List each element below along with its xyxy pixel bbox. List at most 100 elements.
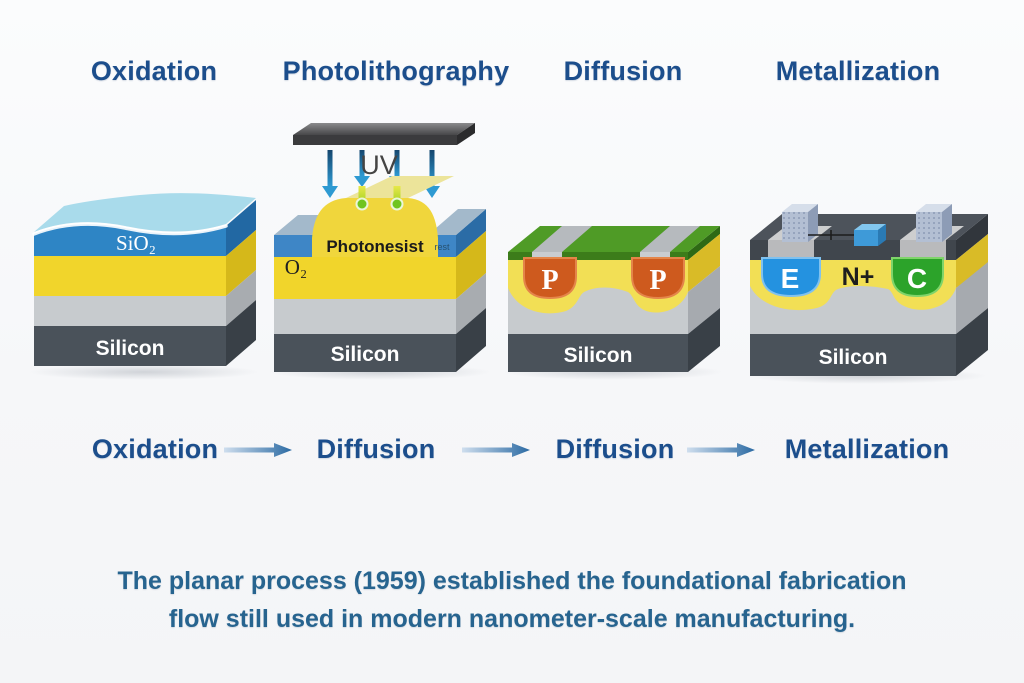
exposure-beam xyxy=(393,186,401,202)
silicon-side xyxy=(226,300,256,366)
yellow-side xyxy=(226,230,256,296)
blue-side xyxy=(456,209,486,257)
oxide-corner-left xyxy=(274,235,316,257)
silicon-side xyxy=(688,308,720,372)
gray-side xyxy=(956,262,988,334)
oxide-layer xyxy=(34,224,226,256)
silicon-label: Silicon xyxy=(331,343,400,366)
green-side xyxy=(688,226,720,260)
emitter-well xyxy=(761,257,821,298)
yellow-layer xyxy=(34,256,226,296)
caption: The planar process (1959) established th… xyxy=(0,562,1024,638)
gray-layer xyxy=(274,299,456,334)
collector-label: C xyxy=(907,263,927,294)
flow-arrow-icon xyxy=(224,443,292,457)
diagram-photolithography: UV Photonesist rest O₂ Silicon xyxy=(274,123,486,372)
silicon-label: Silicon xyxy=(819,346,888,369)
title-diffusion: Diffusion xyxy=(563,56,683,86)
silicon-layer xyxy=(274,334,456,372)
uv-label: UV xyxy=(360,150,398,180)
post-front xyxy=(782,212,808,242)
p-well-right xyxy=(631,257,685,300)
blue-box-top xyxy=(854,224,886,230)
photoresist-label: Photonesist xyxy=(326,237,424,256)
silicon-layer xyxy=(508,334,688,372)
flow-step-diffusion-1: Diffusion xyxy=(316,434,436,464)
title-oxidation: Oxidation xyxy=(90,56,218,86)
emitter-label: E xyxy=(781,263,800,294)
post-side xyxy=(808,204,818,242)
photomask-top xyxy=(293,123,475,135)
post-side xyxy=(942,204,952,242)
contact-strip-front xyxy=(532,252,562,261)
silicon-label: Silicon xyxy=(564,344,633,367)
shadow xyxy=(28,364,260,380)
flow-arrow-icon xyxy=(687,443,755,457)
diagram-metallization: E N+ C Silicon xyxy=(750,204,988,376)
gray-side xyxy=(226,270,256,326)
corner-small-label: rest xyxy=(434,242,450,252)
flow-step-metallization: Metallization xyxy=(784,434,950,464)
uv-arrow xyxy=(394,150,400,176)
silicon-side xyxy=(456,308,486,372)
pad-front-right xyxy=(900,240,946,260)
oxide-top-face xyxy=(34,193,256,232)
yellow-layer xyxy=(274,257,456,299)
uv-arrowhead xyxy=(424,186,440,198)
gray-side xyxy=(456,273,486,334)
blue-box-front xyxy=(854,230,878,246)
o2-label: O₂ xyxy=(285,255,308,279)
silicon-side xyxy=(956,308,988,376)
uv-arrow xyxy=(359,150,365,176)
collector-well xyxy=(891,257,944,298)
exposure-spot xyxy=(390,197,404,211)
title-photolithography: Photolithography xyxy=(282,56,510,86)
p-label-left: P xyxy=(541,265,558,296)
blue-box xyxy=(854,224,886,246)
exposure-spot xyxy=(355,197,369,211)
oxide-wave-line xyxy=(32,222,228,236)
dark-side xyxy=(956,214,988,260)
sio2-label: SiO₂ xyxy=(116,231,156,255)
contact-strip-front xyxy=(640,252,670,261)
contact-strip-top xyxy=(532,226,592,252)
uv-arrowhead xyxy=(354,176,370,187)
photomask xyxy=(293,123,475,145)
gray-layer xyxy=(34,296,226,326)
corner-top-right xyxy=(428,209,486,235)
post-front xyxy=(916,212,942,242)
gray-side xyxy=(688,266,720,334)
resist-mesa xyxy=(312,198,438,257)
contact-strip-top xyxy=(640,226,700,252)
metal-post-left xyxy=(782,204,818,242)
flow-step-diffusion-2: Diffusion xyxy=(555,434,675,464)
yellow-side xyxy=(956,234,988,288)
caption-line-2: flow still used in modern nanometer-scal… xyxy=(168,605,856,633)
diagram-oxidation: SiO₂ Silicon xyxy=(32,193,256,366)
title-metallization: Metallization xyxy=(775,56,941,86)
nitride-front-edge xyxy=(508,252,688,260)
oxide-side xyxy=(226,200,256,256)
flow-step-oxidation: Oxidation xyxy=(91,434,219,464)
metal-post-right xyxy=(916,204,952,242)
yellow-side xyxy=(688,234,720,292)
exposure-beam xyxy=(358,186,366,202)
blue-box-side xyxy=(878,224,886,246)
diagram-diffusion: P P Silicon xyxy=(508,226,720,372)
post-top xyxy=(782,204,818,212)
post-top xyxy=(916,204,952,212)
silicon-label: Silicon xyxy=(96,337,165,360)
silicon-layer xyxy=(750,334,956,376)
uv-arrowhead xyxy=(322,186,338,198)
photomask-front xyxy=(293,135,457,145)
yellow-side xyxy=(456,231,486,299)
photomask-side xyxy=(457,123,475,145)
uv-arrow xyxy=(429,150,435,186)
n-plus-label: N+ xyxy=(842,263,875,291)
p-well-left xyxy=(523,257,577,300)
uv-arrow xyxy=(327,150,333,186)
pad-front-left xyxy=(768,240,814,260)
p-label-right: P xyxy=(649,265,666,296)
silicon-layer xyxy=(34,326,226,366)
